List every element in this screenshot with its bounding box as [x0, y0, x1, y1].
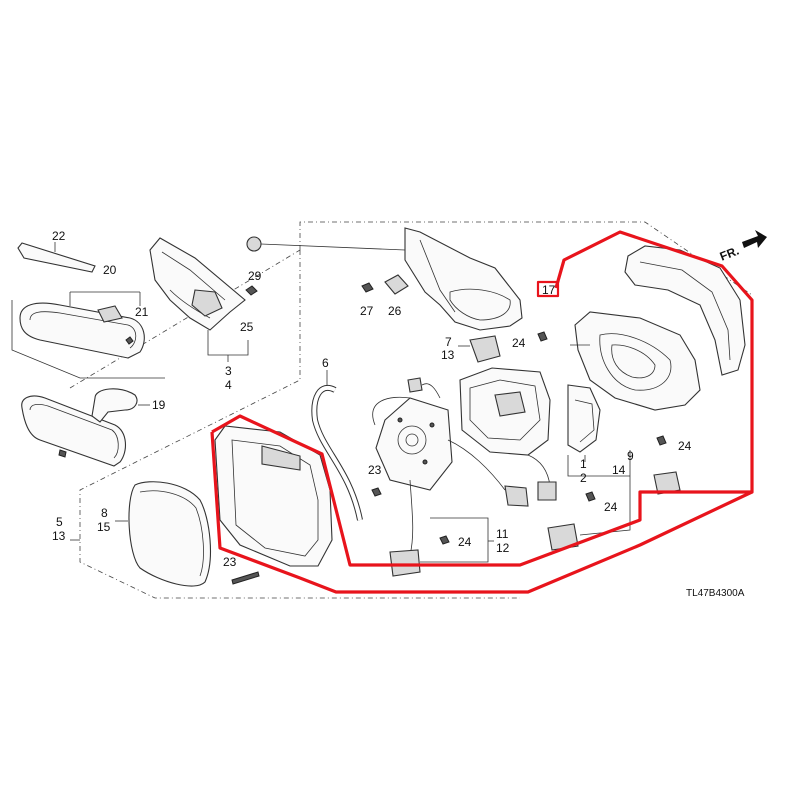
callout-1: 1 [580, 457, 587, 471]
shell-cover-part [574, 311, 701, 411]
callout-26: 25 [240, 320, 254, 334]
callout-9: 9 [627, 449, 634, 463]
callout-20: 21 [135, 305, 149, 319]
callout-29: 29 [248, 269, 262, 283]
callout-11: 11 [496, 527, 509, 541]
screw-20-part [125, 336, 134, 345]
callout-24-right-top: 24 [678, 439, 692, 453]
auto-dim-mirror-part [19, 302, 145, 359]
turn-signal-part [567, 384, 601, 453]
connector-part [389, 549, 421, 577]
front-label: FR. [718, 243, 741, 263]
rearview-mirror-18-part [21, 395, 126, 467]
callout-13: 13 [52, 529, 66, 543]
callout-27: 26 [388, 304, 402, 318]
actuator-part [375, 397, 453, 491]
rearview-mirror-group [11, 242, 165, 467]
outer-shell-group [246, 227, 548, 363]
callout-24-center: 24 [458, 535, 472, 549]
grommet-29-part [246, 236, 262, 252]
callout-22: 23 [368, 463, 382, 477]
callout-21: 22 [52, 229, 66, 243]
front-direction-indicator: FR. [718, 230, 767, 264]
callout-8: 8 [101, 506, 108, 520]
callout-12: 12 [496, 541, 510, 555]
callout-4: 4 [225, 378, 232, 392]
actuator-group [371, 377, 529, 577]
callout-18: 19 [152, 398, 166, 412]
callout-3: 3 [225, 364, 232, 378]
frame-part [214, 425, 333, 567]
callout-5: 5 [56, 515, 63, 529]
callout-24-right-bottom: 24 [604, 500, 618, 514]
mirror-mount-part [97, 305, 123, 323]
callout-2: 2 [580, 471, 587, 485]
mirror-glass-group [70, 481, 260, 587]
callout-16: 14 [612, 463, 626, 477]
callout-23: 23 [223, 555, 237, 569]
callout-28: 27 [360, 304, 374, 318]
mirror-stem-part [91, 388, 138, 423]
harness-6 [311, 370, 363, 521]
callout-7: 7 [445, 335, 452, 349]
callout-labels: 22 20 21 19 29 25 3 4 27 26 7 13 24 17 6… [52, 229, 745, 599]
mirror-base-part [149, 237, 246, 331]
clip-27-part [384, 274, 409, 295]
callout-19: 20 [103, 263, 117, 277]
drawing-code: TL47B4300A [686, 588, 745, 599]
connector-right-part [653, 471, 681, 495]
mirror-glass-part [128, 481, 211, 587]
assembly-boundary [69, 221, 753, 599]
callout-15: 15 [97, 520, 111, 534]
callout-25: 24 [512, 336, 526, 350]
cover-7-part [469, 335, 501, 363]
callout-6: 6 [322, 356, 329, 370]
callout-14: 13 [441, 348, 455, 362]
callout-17: 17 [542, 283, 556, 297]
front-arrow-icon [742, 230, 767, 248]
mirror-skull-part [404, 227, 523, 331]
highlighted-assembly-17 [210, 230, 754, 594]
highlight-label-box [536, 280, 560, 298]
base-housing-group [149, 237, 258, 362]
mirror-cover-part [17, 242, 96, 273]
